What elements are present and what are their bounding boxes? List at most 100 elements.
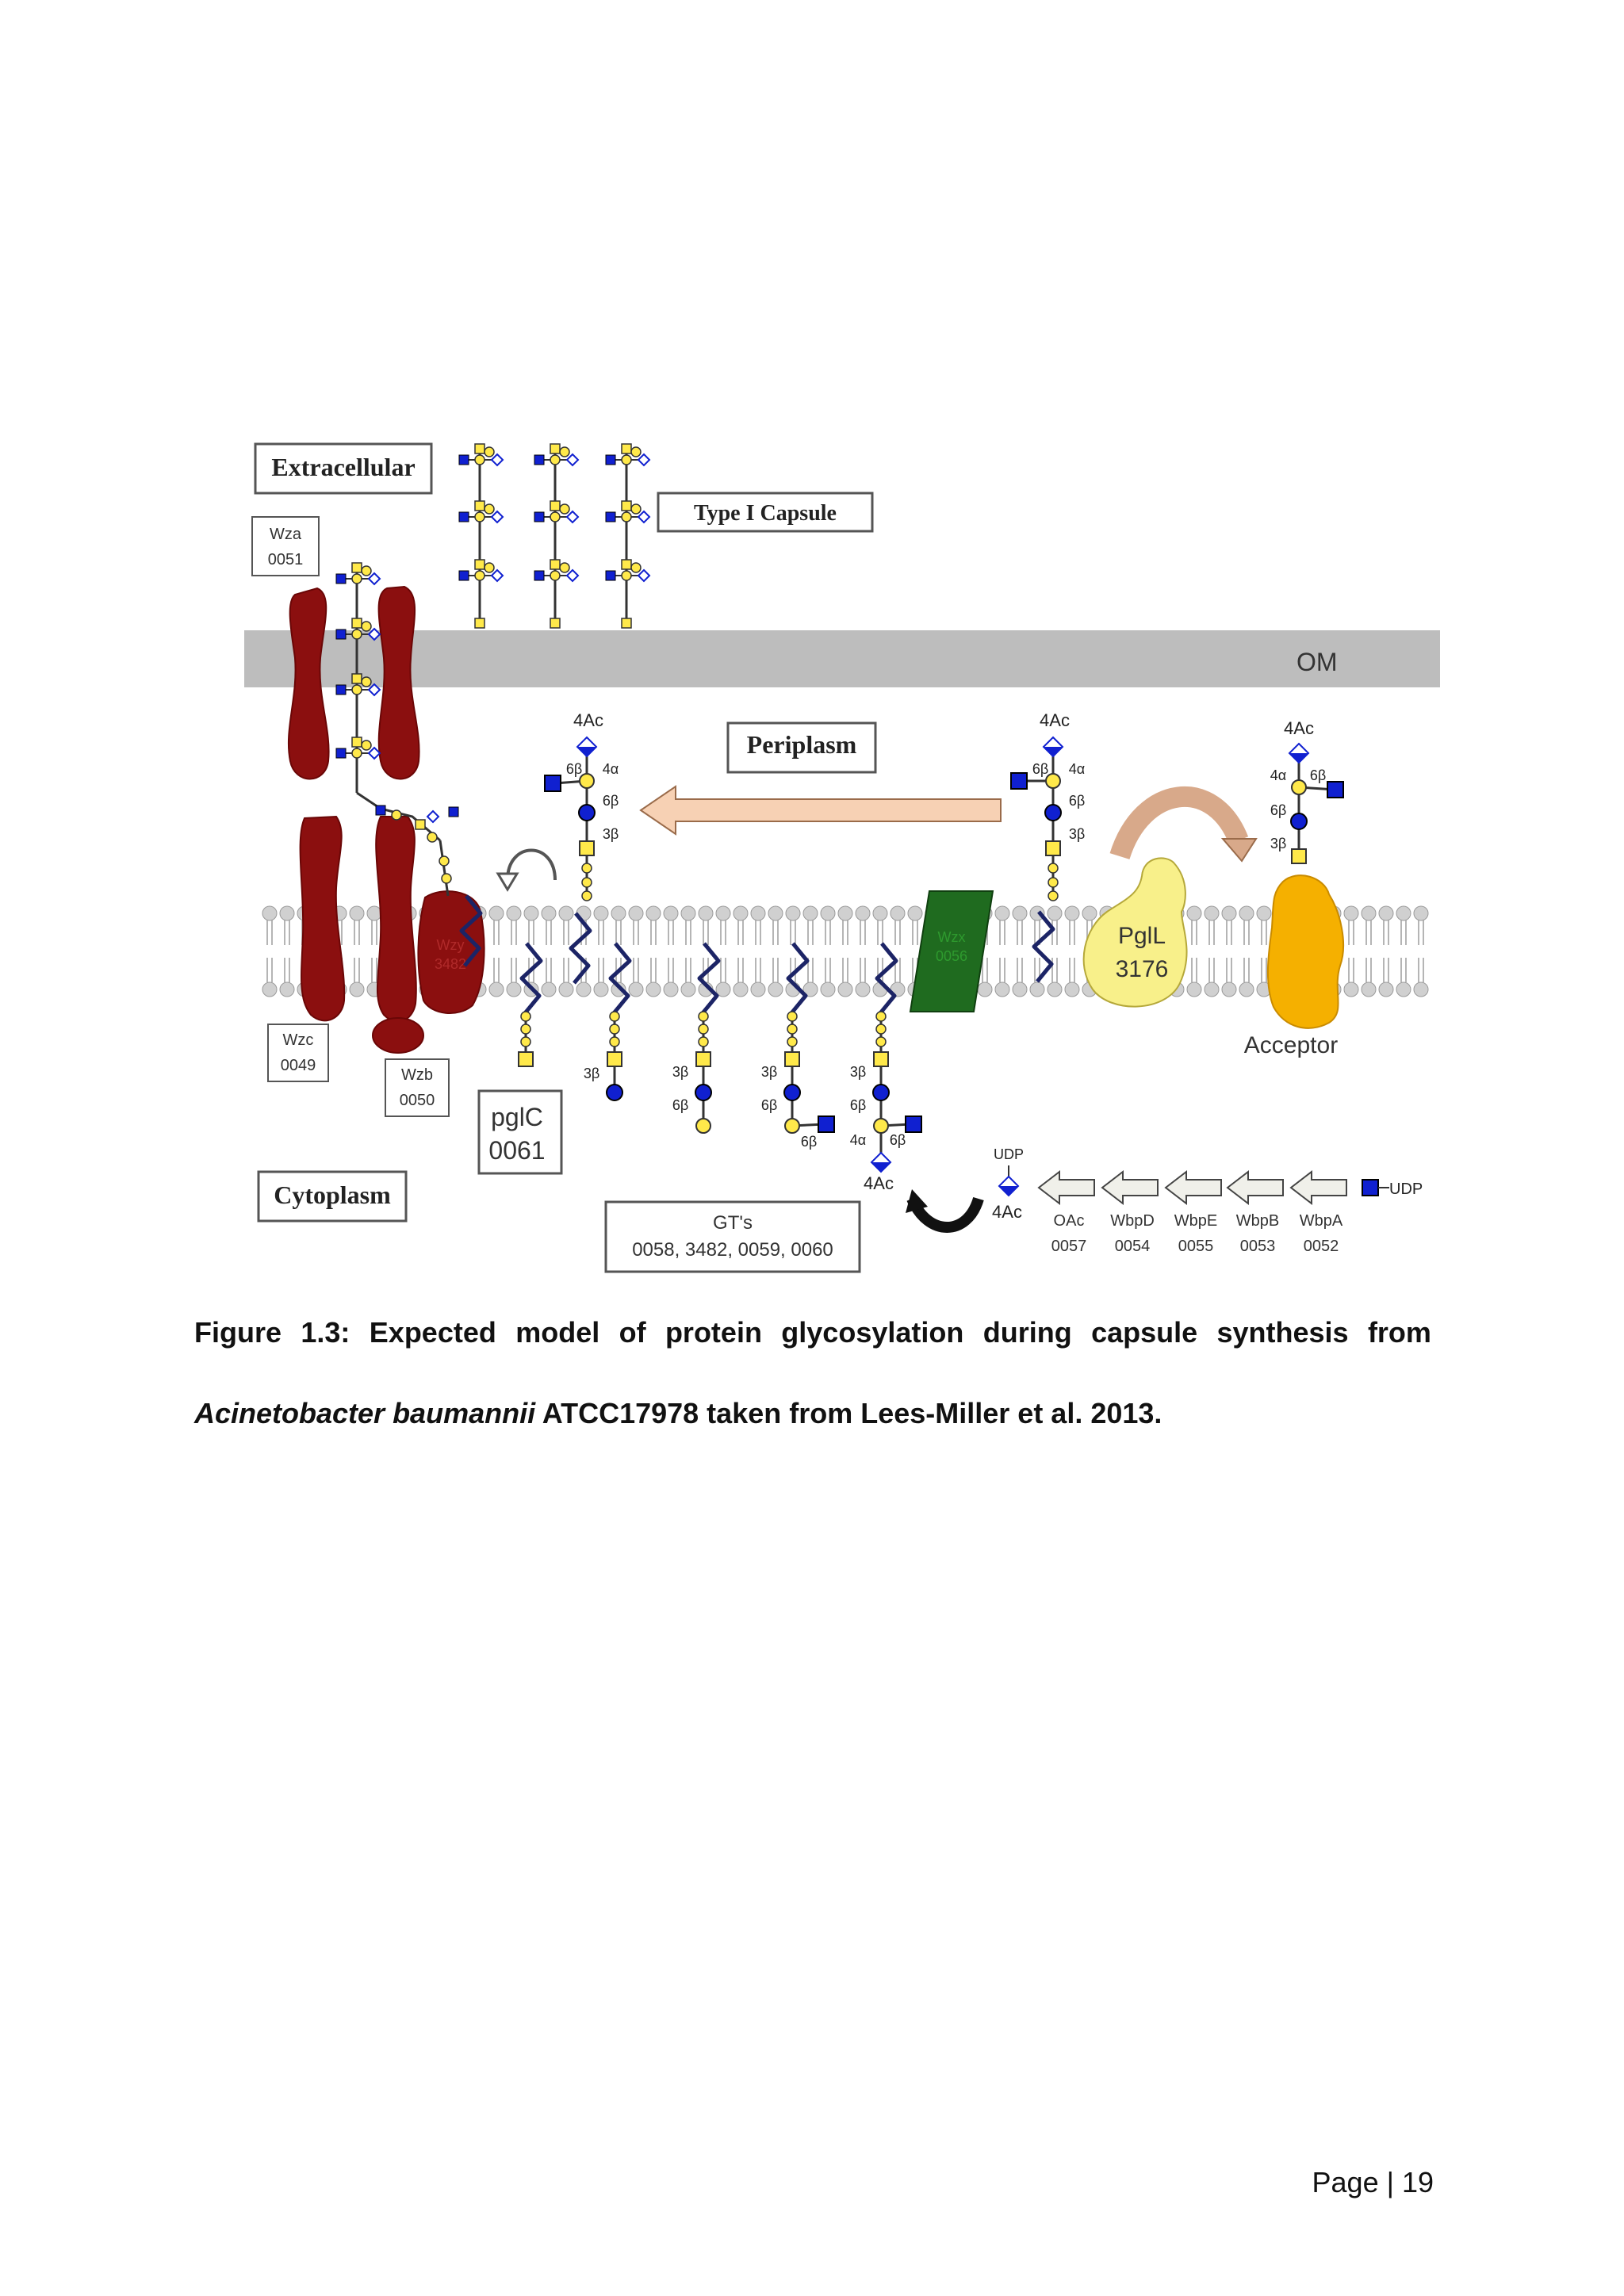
udp-transfer-arrow [906, 1196, 984, 1233]
caption-word: 1.3: [301, 1316, 350, 1349]
svg-text:0050: 0050 [400, 1092, 435, 1109]
gene-id: 0052 [1304, 1238, 1339, 1255]
wzb-label-box: Wzb 0050 [385, 1058, 450, 1117]
transfer-arrow [1109, 786, 1249, 860]
wzx-flippase [909, 890, 994, 1012]
udp-glcnac: UDP [1362, 1179, 1423, 1198]
svg-text:3β: 3β [850, 1064, 866, 1080]
svg-text:6β: 6β [1069, 793, 1085, 809]
cytoplasm-label-box: Cytoplasm [257, 1170, 408, 1223]
svg-text:6β: 6β [1270, 802, 1286, 818]
wzy-label: Wzy [437, 937, 465, 953]
gene-arrow [1101, 1171, 1159, 1204]
svg-text:0049: 0049 [281, 1057, 316, 1074]
svg-text:6β: 6β [566, 761, 582, 777]
caption-word: from [1367, 1316, 1431, 1349]
gene-name: WbpD [1110, 1212, 1155, 1230]
wzx-label: Wzx [938, 929, 966, 945]
extracellular-label-box: Extracellular [254, 442, 433, 495]
page-number: Page | 19 [1312, 2166, 1434, 2198]
gene-name: WbpE [1174, 1212, 1217, 1230]
svg-text:Wzb: Wzb [401, 1066, 433, 1084]
gene-arrow [1038, 1171, 1095, 1204]
om-label: OM [1297, 648, 1338, 676]
species-name: Acinetobacter baumannii [194, 1397, 536, 1429]
periplasmic-oligosaccharide-left: 4Ac 6β 4α 6β 3β [544, 710, 619, 983]
wzy-protein [417, 890, 485, 1015]
svg-text:6β: 6β [1310, 767, 1326, 783]
wzb-protein [372, 1017, 424, 1054]
gene-id: 0053 [1240, 1238, 1276, 1255]
wzx-id: 0056 [936, 948, 967, 964]
svg-text:3β: 3β [672, 1064, 688, 1080]
svg-text:0051: 0051 [268, 551, 304, 568]
svg-text:4Ac: 4Ac [1284, 718, 1314, 738]
svg-text:4Ac: 4Ac [573, 710, 603, 730]
svg-text:3β: 3β [1069, 826, 1085, 842]
gene-id: 0055 [1178, 1238, 1214, 1255]
svg-text:GT's: GT's [713, 1212, 753, 1234]
svg-text:4α: 4α [1069, 761, 1085, 777]
caption-word: during [982, 1316, 1072, 1349]
pgll-id: 3176 [1116, 956, 1169, 982]
caption-word: protein [665, 1316, 762, 1349]
svg-text:Cytoplasm: Cytoplasm [274, 1181, 391, 1209]
cytoplasmic-intermediates: 3β 3β 6β 3β 6β 6β 3β 6β 4α 6β [518, 943, 922, 1193]
wza-label-box: Wza 0051 [251, 516, 320, 576]
udp-sugar: UDP 4Ac [992, 1146, 1024, 1222]
type1-capsule-label-box: Type I Capsule [657, 492, 874, 533]
pglc-label-box: pglC 0061 [477, 1089, 563, 1175]
svg-text:4α: 4α [1270, 767, 1286, 783]
caption-word: glycosylation [781, 1316, 964, 1349]
svg-text:3β: 3β [603, 826, 619, 842]
svg-text:4Ac: 4Ac [864, 1173, 894, 1193]
caption-word: capsule [1091, 1316, 1198, 1349]
svg-text:UDP: UDP [994, 1146, 1024, 1162]
outer-membrane [244, 630, 1440, 687]
caption-word: Figure [194, 1316, 282, 1349]
wzc-label-box: Wzc 0049 [267, 1024, 329, 1082]
svg-text:6β: 6β [1032, 761, 1048, 777]
gene-id: 0057 [1051, 1238, 1087, 1255]
wza-wzc-complex [287, 585, 485, 1054]
svg-text:4Ac: 4Ac [992, 1202, 1022, 1222]
figure-caption-line2: Acinetobacter baumannii ATCC17978 taken … [194, 1397, 1431, 1430]
periplasmic-oligosaccharide-right: 4Ac 6β 4α 6β 3β [1010, 710, 1085, 982]
caption-rest: ATCC17978 taken from Lees-Miller et al. … [535, 1397, 1162, 1429]
svg-text:4α: 4α [603, 761, 619, 777]
svg-text:3β: 3β [1270, 836, 1286, 851]
gene-name: WbpB [1236, 1212, 1279, 1230]
acceptor-label: Acceptor [1244, 1032, 1338, 1058]
svg-text:4Ac: 4Ac [1040, 710, 1070, 730]
svg-text:6β: 6β [850, 1097, 866, 1113]
svg-text:Extracellular: Extracellular [271, 453, 415, 481]
svg-text:4α: 4α [850, 1132, 866, 1148]
caption-word: of [619, 1316, 646, 1349]
acceptor-glycan: 4Ac 4α 6β 6β 3β [1270, 718, 1344, 864]
caption-word: Expected [369, 1316, 496, 1349]
acceptor-protein [1266, 874, 1345, 1029]
caption-word: synthesis [1216, 1316, 1349, 1349]
capsule-chain-through-wza [336, 563, 459, 897]
translocation-arrow [639, 785, 1002, 836]
svg-text:6β: 6β [603, 793, 619, 809]
gene-name: OAc [1054, 1212, 1085, 1230]
svg-text:3β: 3β [761, 1064, 777, 1080]
gene-id: 0054 [1115, 1238, 1151, 1255]
svg-text:UDP: UDP [1389, 1181, 1423, 1198]
gts-label-box: GT's 0058, 3482, 0059, 0060 [604, 1200, 861, 1273]
svg-text:Type I Capsule: Type I Capsule [694, 501, 837, 526]
svg-text:0058, 3482, 0059, 0060: 0058, 3482, 0059, 0060 [632, 1239, 833, 1261]
svg-text:Periplasm: Periplasm [747, 730, 857, 759]
svg-text:3β: 3β [584, 1066, 599, 1081]
svg-text:pglC: pglC [491, 1103, 543, 1131]
caption-word: model [515, 1316, 600, 1349]
svg-text:6β: 6β [761, 1097, 777, 1113]
gene-arrow [1290, 1171, 1347, 1204]
svg-text:Wzc: Wzc [283, 1031, 314, 1049]
svg-text:6β: 6β [672, 1097, 688, 1113]
flip-arrow-gray [506, 848, 557, 881]
